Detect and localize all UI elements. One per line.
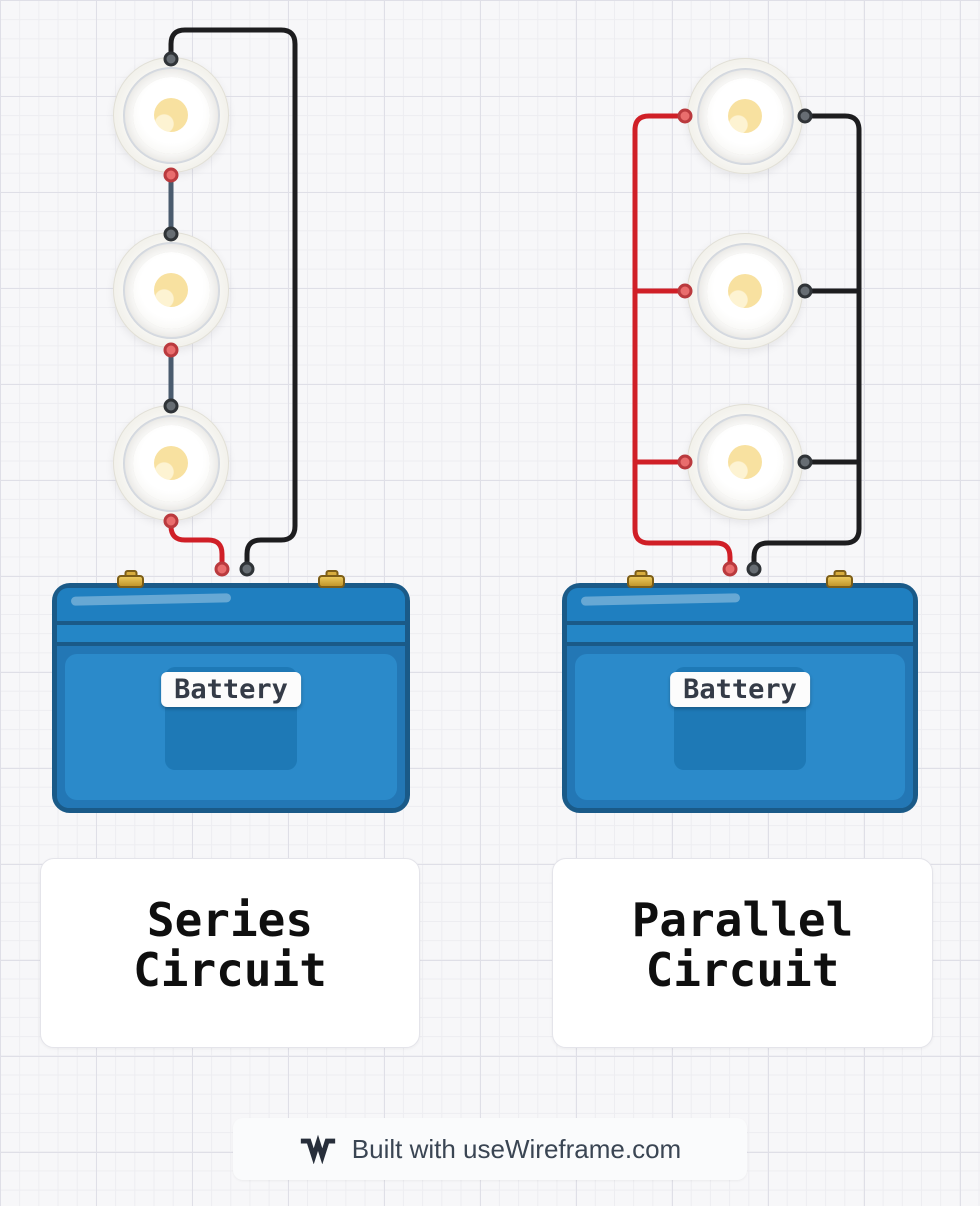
battery-cap	[567, 588, 913, 625]
title-line: Series	[146, 893, 314, 947]
terminal-dot-positive	[677, 454, 693, 470]
series-bulb-2	[113, 232, 229, 348]
battery-gold-post	[117, 575, 144, 588]
parallel-bulb-3	[687, 404, 803, 520]
bulb-ring	[696, 242, 794, 340]
bulb-glow	[728, 274, 762, 308]
bulb-glow	[154, 98, 188, 132]
series-circuit-title-card: Series Circuit	[40, 858, 420, 1048]
bulb-face	[706, 252, 784, 330]
parallel-bulb-2	[687, 233, 803, 349]
bulb-glow	[154, 446, 188, 480]
bulb-ring	[696, 67, 794, 165]
series-battery: Battery	[52, 575, 410, 813]
bulb-face	[132, 251, 210, 329]
terminal-dot-negative	[163, 51, 179, 67]
bulb-ring	[696, 413, 794, 511]
battery-label: Battery	[670, 672, 810, 707]
bulb-face	[132, 424, 210, 502]
terminal-dot-positive	[163, 513, 179, 529]
terminal-dot-positive	[677, 108, 693, 124]
terminal-dot-negative	[163, 398, 179, 414]
battery-gold-post	[826, 575, 853, 588]
battery-shine	[580, 593, 741, 606]
bulb-face	[706, 77, 784, 155]
battery-band	[567, 625, 913, 646]
terminal-dot-positive	[163, 167, 179, 183]
battery-terminal-dot-negative	[746, 561, 762, 577]
bulb-glow	[728, 99, 762, 133]
battery-label: Battery	[161, 672, 301, 707]
battery-cap	[57, 588, 405, 625]
parallel-circuit-title-card: Parallel Circuit	[552, 858, 933, 1048]
bulb-ring	[122, 66, 220, 164]
series-red-wire	[168, 518, 225, 567]
battery-gold-post	[318, 575, 345, 588]
built-with-text: Built with useWireframe.com	[351, 1133, 682, 1164]
terminal-dot-negative	[797, 283, 813, 299]
battery-gold-post	[627, 575, 654, 588]
battery-terminal-dot-positive	[722, 561, 738, 577]
bulb-ring	[122, 414, 220, 512]
terminal-dot-negative	[797, 108, 813, 124]
parallel-bulb-1	[687, 58, 803, 174]
bulb-ring	[122, 241, 220, 339]
usewireframe-logo-icon	[300, 1134, 335, 1164]
series-black-wire	[168, 27, 298, 567]
battery-terminal-dot-negative	[239, 561, 255, 577]
parallel-red-bus-wire	[632, 113, 733, 567]
terminal-dot-positive	[163, 342, 179, 358]
parallel-black-bus-wire	[751, 113, 862, 567]
series-bulb-3	[113, 405, 229, 521]
bulb-glow	[728, 445, 762, 479]
terminal-dot-negative	[163, 226, 179, 242]
bulb-glow	[154, 273, 188, 307]
battery-band	[57, 625, 405, 646]
terminal-dot-positive	[677, 283, 693, 299]
terminal-dot-negative	[797, 454, 813, 470]
parallel-battery: Battery	[562, 575, 918, 813]
title-line: Parallel	[631, 893, 854, 947]
bulb-face	[132, 76, 210, 154]
title-line: Circuit	[645, 943, 840, 998]
bulb-face	[706, 423, 784, 501]
title-line: Circuit	[133, 943, 327, 998]
built-with-badge: Built with useWireframe.com	[233, 1118, 747, 1180]
battery-shine	[70, 593, 232, 606]
battery-terminal-dot-positive	[214, 561, 230, 577]
